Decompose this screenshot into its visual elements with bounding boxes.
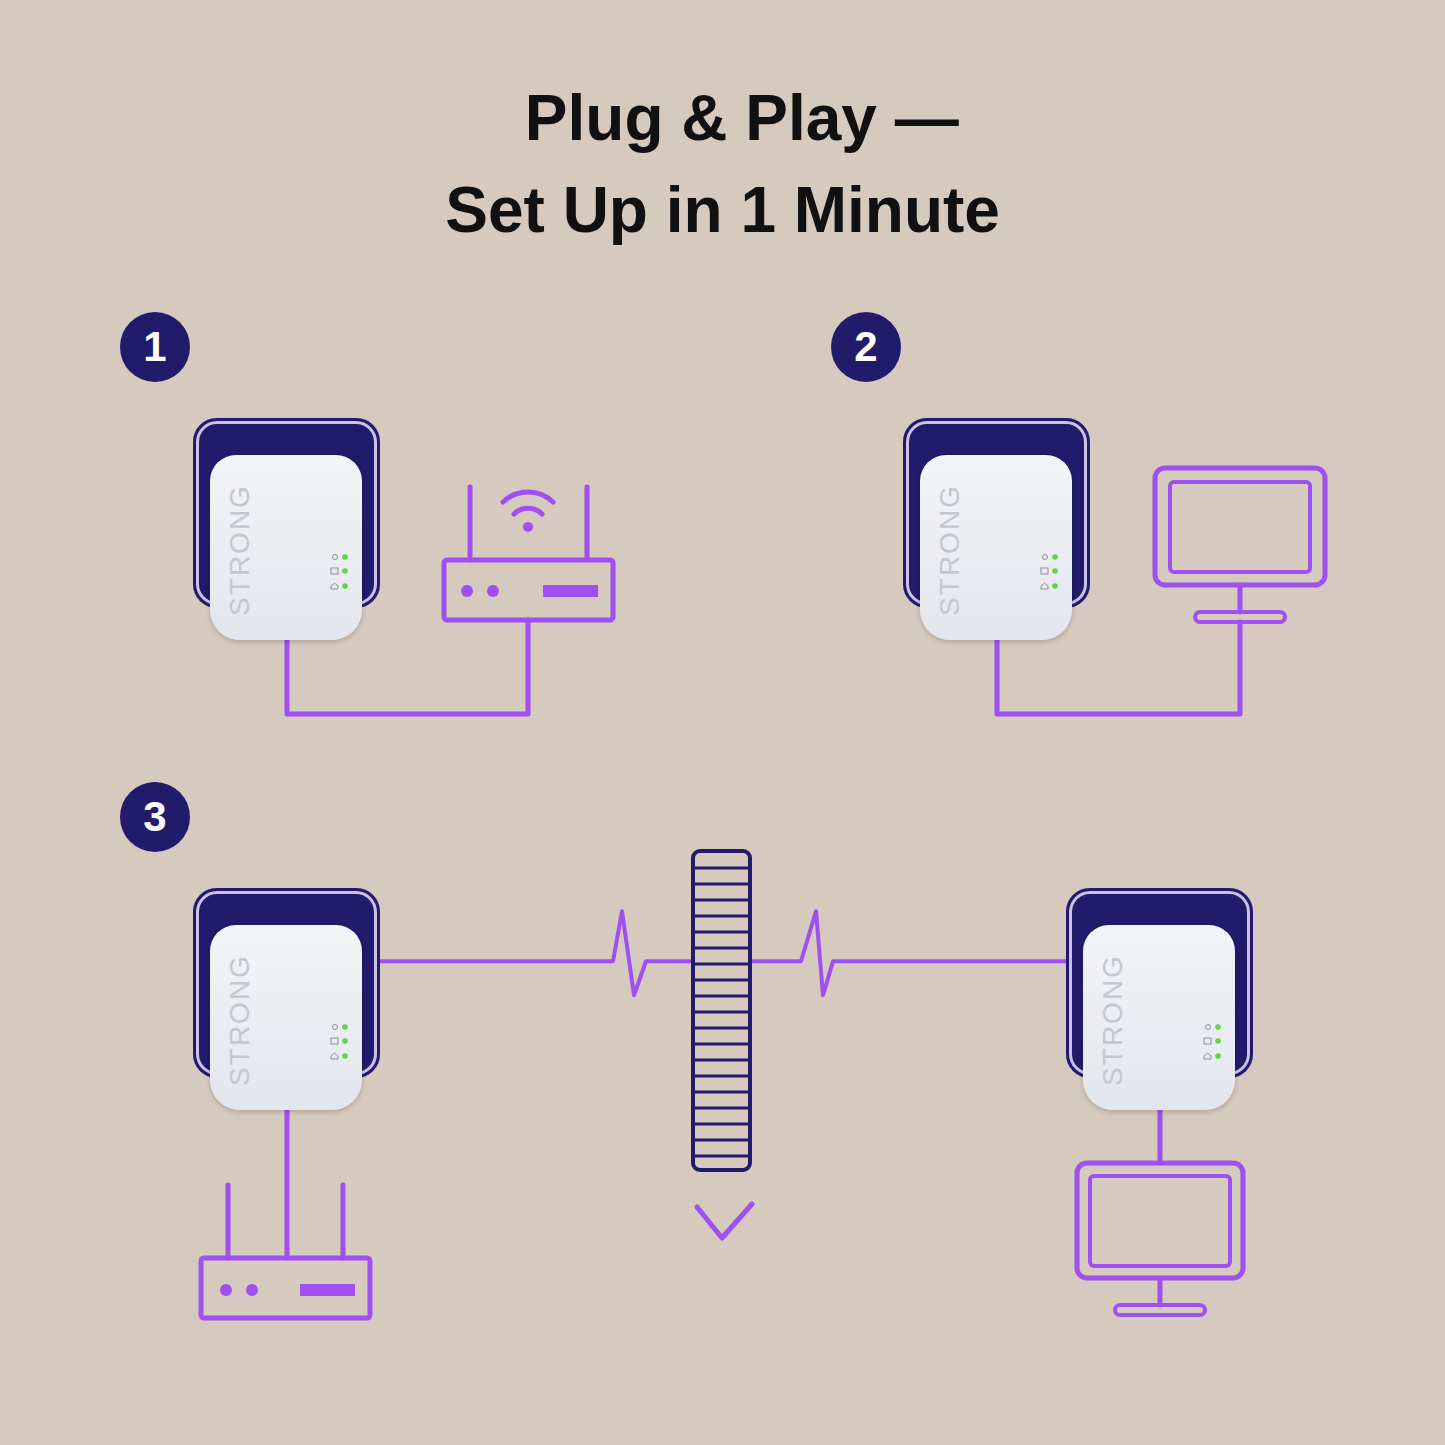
- power-icon: [1043, 555, 1048, 560]
- wall-course: [695, 1123, 748, 1126]
- drawing-stroke: [1170, 482, 1310, 572]
- home-icon: [331, 583, 338, 589]
- wall-course: [695, 1027, 748, 1030]
- step-number-badge: 1: [120, 312, 190, 382]
- drawing-stroke: [1238, 585, 1243, 612]
- drawing-stroke: [1158, 1278, 1163, 1305]
- brand-label: STRONG: [934, 484, 966, 616]
- callout-number: 1: [143, 326, 166, 368]
- wifi-icon: [503, 492, 553, 532]
- wall-course: [695, 1011, 748, 1014]
- network-icon: [1041, 568, 1048, 574]
- wall-course: [695, 963, 748, 966]
- power-icon: [1206, 1025, 1211, 1030]
- callout-number: 3: [143, 796, 166, 838]
- brand-label: STRONG: [1097, 954, 1129, 1086]
- drawing-stroke: [1115, 1305, 1205, 1315]
- wall-course: [695, 867, 748, 870]
- step-number-badge: 2: [831, 312, 901, 382]
- drawing-stroke: [341, 1185, 346, 1258]
- monitor-icon: [1077, 1163, 1243, 1315]
- wall-course: [695, 947, 748, 950]
- wall-course: [695, 995, 748, 998]
- drawing-stroke: [226, 1185, 231, 1258]
- led: [1215, 1038, 1221, 1044]
- wall-course: [695, 979, 748, 982]
- led: [1052, 554, 1058, 560]
- led: [1052, 568, 1058, 574]
- drawing-stroke: [523, 522, 533, 532]
- wall-course: [695, 915, 748, 918]
- wall-course: [695, 1155, 748, 1158]
- powerline-adapter: STRONG: [193, 418, 380, 640]
- wall-course: [695, 1139, 748, 1142]
- drawing-stroke: [543, 585, 598, 597]
- drawing-stroke: [1155, 468, 1325, 585]
- network-icon: [331, 1038, 338, 1044]
- drawing-stroke: [444, 560, 613, 620]
- led: [1215, 1053, 1221, 1059]
- drawing-stroke: [461, 585, 473, 597]
- brand-label: STRONG: [224, 484, 256, 616]
- drawing-stroke: [246, 1284, 258, 1296]
- title: Plug & Play — Set Up in 1 Minute: [441, 72, 1004, 256]
- adapter-body: STRONG: [210, 455, 362, 640]
- drawing-stroke: [1077, 1163, 1243, 1278]
- powerline-adapter: STRONG: [1066, 888, 1253, 1110]
- drawing-stroke: [487, 585, 499, 597]
- drawing-stroke: [585, 487, 590, 560]
- network-icon: [1204, 1038, 1211, 1044]
- wall-course: [695, 899, 748, 902]
- power-icon: [333, 1025, 338, 1030]
- wall-course: [695, 1107, 748, 1110]
- network-icon: [331, 568, 338, 574]
- led: [342, 583, 348, 589]
- powerline-adapter: STRONG: [903, 418, 1090, 640]
- drawing-stroke: [693, 851, 750, 1170]
- drawing-stroke: [503, 492, 553, 502]
- brand-label: STRONG: [224, 954, 256, 1086]
- monitor-icon: [1155, 468, 1325, 622]
- power-icon: [333, 555, 338, 560]
- adapter-body: STRONG: [210, 925, 362, 1110]
- router-icon: [444, 487, 613, 620]
- adapter-body: STRONG: [1083, 925, 1235, 1110]
- check-mark: [697, 1204, 752, 1238]
- adapter-body: STRONG: [920, 455, 1072, 640]
- wall: [693, 851, 750, 1170]
- led: [1052, 583, 1058, 589]
- callout-number: 2: [854, 326, 877, 368]
- wall-course: [695, 1043, 748, 1046]
- wall-course: [695, 1091, 748, 1094]
- led: [342, 568, 348, 574]
- wall-course: [695, 1059, 748, 1062]
- drawing-stroke: [468, 487, 473, 560]
- ethernet-cable: [285, 1100, 290, 1258]
- wall-course: [695, 883, 748, 886]
- led: [342, 1038, 348, 1044]
- drawing-stroke: [220, 1284, 232, 1296]
- led: [1215, 1024, 1221, 1030]
- router-icon: [201, 1185, 370, 1318]
- home-icon: [1041, 583, 1048, 589]
- drawing-stroke: [300, 1284, 355, 1296]
- drawing-stroke: [1090, 1176, 1230, 1266]
- led: [342, 1053, 348, 1059]
- drawing-stroke: [1195, 612, 1285, 622]
- drawing-stroke: [514, 508, 542, 514]
- powerline-adapter: STRONG: [193, 888, 380, 1110]
- led: [342, 1024, 348, 1030]
- step-number-badge: 3: [120, 782, 190, 852]
- drawing-stroke: [201, 1258, 370, 1318]
- home-icon: [1204, 1053, 1211, 1059]
- drawing-stroke: [695, 868, 748, 1156]
- wall-course: [695, 931, 748, 934]
- led: [342, 554, 348, 560]
- home-icon: [331, 1053, 338, 1059]
- wall-course: [695, 1075, 748, 1078]
